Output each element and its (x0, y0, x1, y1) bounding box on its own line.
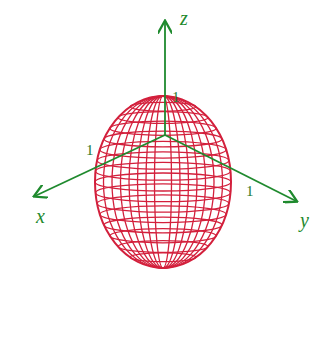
tick-value: 1 (246, 184, 254, 199)
tick-value: 1 (86, 143, 94, 158)
axis-line (164, 22, 166, 135)
axis-name: x (36, 206, 45, 226)
latitude-line (96, 184, 231, 202)
latitude-line (96, 162, 231, 180)
axis-name: y (300, 210, 309, 230)
longitude-line (112, 96, 214, 268)
sphere-outline (95, 96, 231, 268)
latitude-line (95, 173, 231, 191)
longitude-line (146, 96, 180, 268)
latitude-line (97, 195, 229, 212)
axis-line (165, 135, 296, 201)
latitude-line (97, 152, 229, 169)
latitude-line (104, 217, 222, 233)
tick-value: 1 (172, 90, 180, 105)
longitude-line (155, 96, 172, 268)
axis-name: z (180, 8, 188, 28)
sphere-wireframe (95, 96, 231, 268)
longitude-line (121, 96, 206, 268)
axis-line (35, 135, 165, 196)
longitude-line (104, 96, 223, 268)
latitude-line (104, 131, 222, 147)
longitude-line (138, 96, 189, 268)
longitude-line (129, 96, 197, 268)
